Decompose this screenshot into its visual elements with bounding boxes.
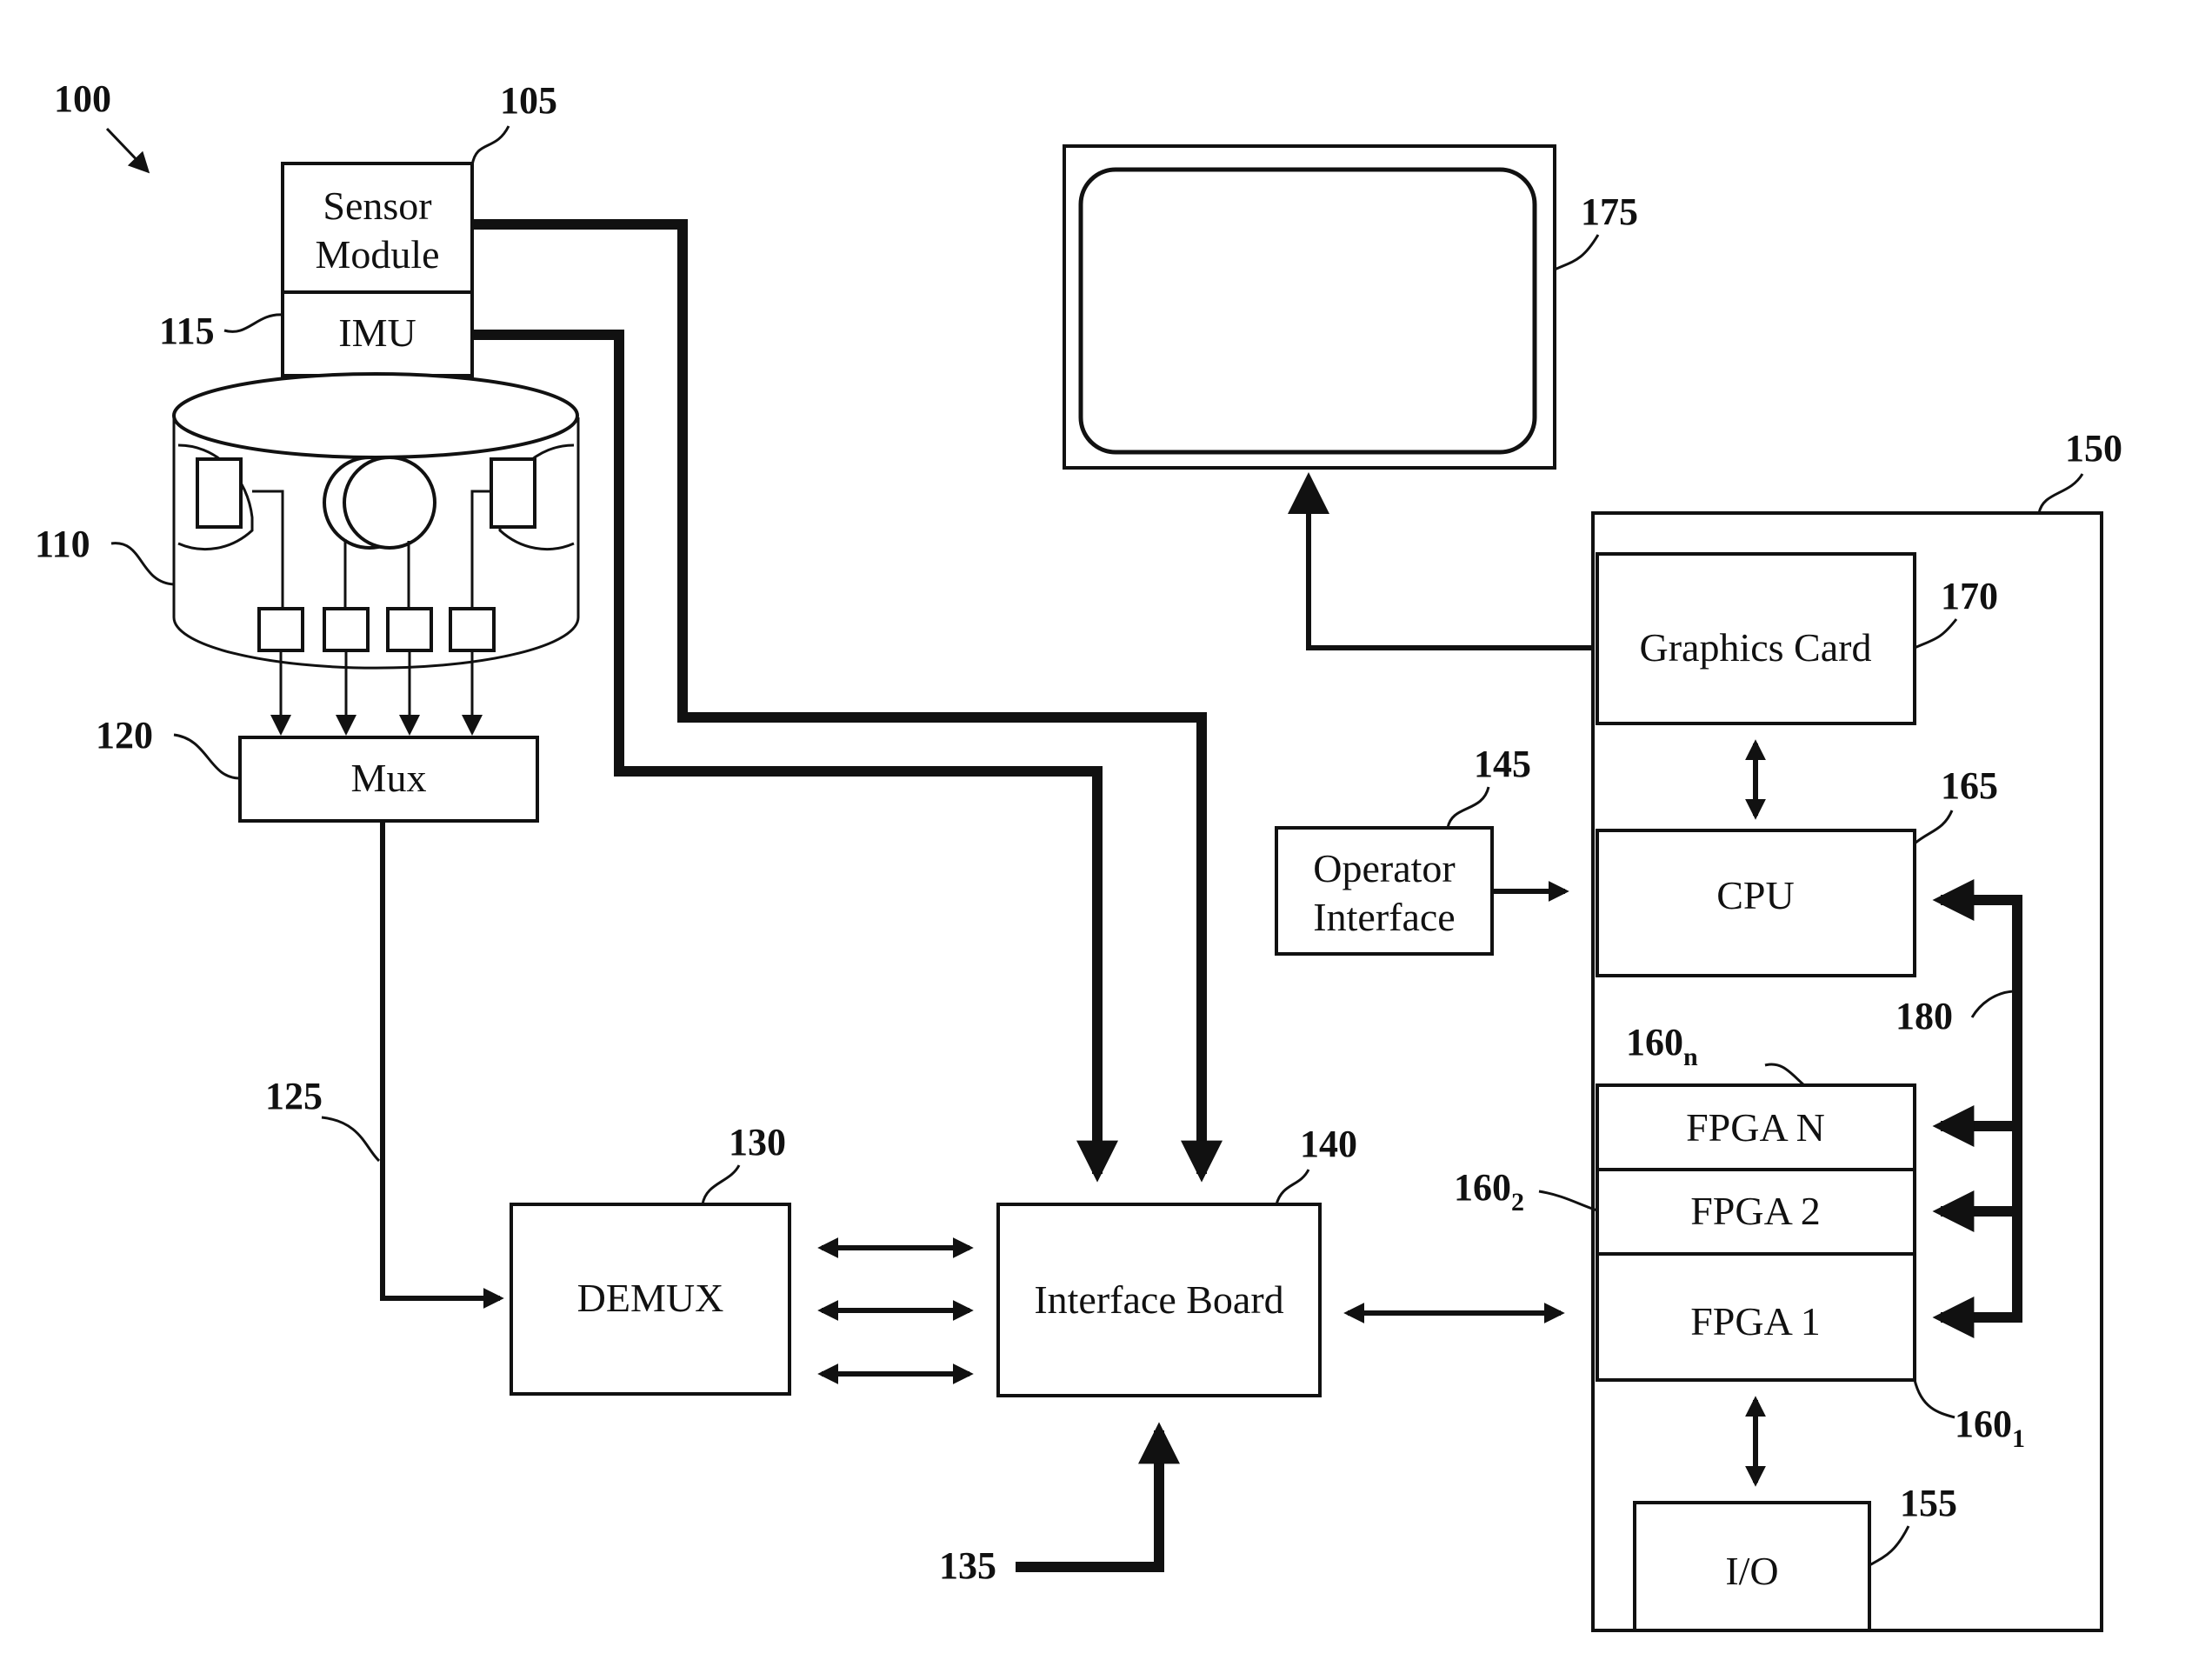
demux-block: DEMUX xyxy=(511,1204,790,1394)
ref-140-leader xyxy=(1276,1170,1309,1204)
ref-145-leader xyxy=(1448,787,1489,828)
fpga-2-block: FPGA 2 xyxy=(1597,1170,1915,1254)
ref-130: 130 xyxy=(729,1121,786,1163)
ref-165: 165 xyxy=(1941,764,1998,807)
cpu-block: CPU xyxy=(1597,830,1915,976)
ref-125: 125 xyxy=(265,1075,323,1117)
sensor-module-label-1: Sensor xyxy=(323,183,431,228)
ref-155: 155 xyxy=(1900,1482,1957,1524)
ref-130-leader xyxy=(703,1165,739,1204)
imu-label: IMU xyxy=(338,310,416,355)
ref-150-leader xyxy=(2039,474,2082,513)
ref-100: 100 xyxy=(54,77,111,120)
fpga-1-block: FPGA 1 xyxy=(1597,1254,1915,1380)
operator-interface-label-1: Operator xyxy=(1313,846,1455,890)
ref-145: 145 xyxy=(1474,743,1531,785)
mux-block: Mux xyxy=(240,737,537,821)
ref-175: 175 xyxy=(1581,190,1638,233)
fpga-n-block: FPGA N xyxy=(1597,1085,1915,1170)
ref-160-2: 1602 xyxy=(1454,1166,1524,1217)
ref-125-leader xyxy=(322,1117,379,1161)
cpu-label: CPU xyxy=(1716,873,1794,917)
mux-to-demux-line xyxy=(383,821,500,1298)
sensor-head-cylinder xyxy=(174,374,578,730)
graphics-card-block: Graphics Card xyxy=(1597,554,1915,723)
ref-160-2-leader xyxy=(1539,1191,1597,1210)
fpga-n-label: FPGA N xyxy=(1686,1105,1825,1150)
ref-110: 110 xyxy=(35,523,90,565)
imu-block: IMU xyxy=(283,292,472,376)
interface-board-label: Interface Board xyxy=(1034,1277,1283,1322)
ref-115-leader xyxy=(224,315,283,332)
ref-120: 120 xyxy=(96,714,153,757)
ref-110-leader xyxy=(111,543,174,584)
ref-115: 115 xyxy=(159,310,215,352)
ref-150: 150 xyxy=(2065,427,2122,470)
sensor-module-label-2: Module xyxy=(315,232,439,277)
fpga-2-label: FPGA 2 xyxy=(1690,1189,1821,1233)
fpga-1-label: FPGA 1 xyxy=(1690,1299,1821,1343)
bus-180-to-fpga-1 xyxy=(1941,1313,2017,1317)
operator-interface-label-2: Interface xyxy=(1313,895,1455,939)
graphics-card-label: Graphics Card xyxy=(1640,625,1872,670)
io-block: I/O xyxy=(1635,1503,1869,1630)
operator-interface-block: Operator Interface xyxy=(1276,828,1492,954)
input-135-line xyxy=(1016,1430,1159,1567)
ref-105: 105 xyxy=(500,79,557,122)
demux-label: DEMUX xyxy=(577,1276,724,1320)
mux-label: Mux xyxy=(351,756,427,800)
ref-140: 140 xyxy=(1300,1123,1357,1165)
ref-170: 170 xyxy=(1941,575,1998,617)
ref-105-leader xyxy=(472,126,509,165)
ref-100-arrow xyxy=(107,129,146,170)
ref-135: 135 xyxy=(939,1544,996,1587)
display-monitor xyxy=(1064,146,1555,468)
ref-180: 180 xyxy=(1896,995,1953,1037)
ref-175-leader xyxy=(1555,235,1598,270)
graphics-to-display-line xyxy=(1309,483,1593,648)
imu-bus xyxy=(472,335,1097,1174)
sensor-module: Sensor Module xyxy=(283,163,472,292)
ref-120-leader xyxy=(174,735,240,778)
interface-board-block: Interface Board xyxy=(998,1204,1320,1396)
io-label: I/O xyxy=(1725,1549,1778,1593)
